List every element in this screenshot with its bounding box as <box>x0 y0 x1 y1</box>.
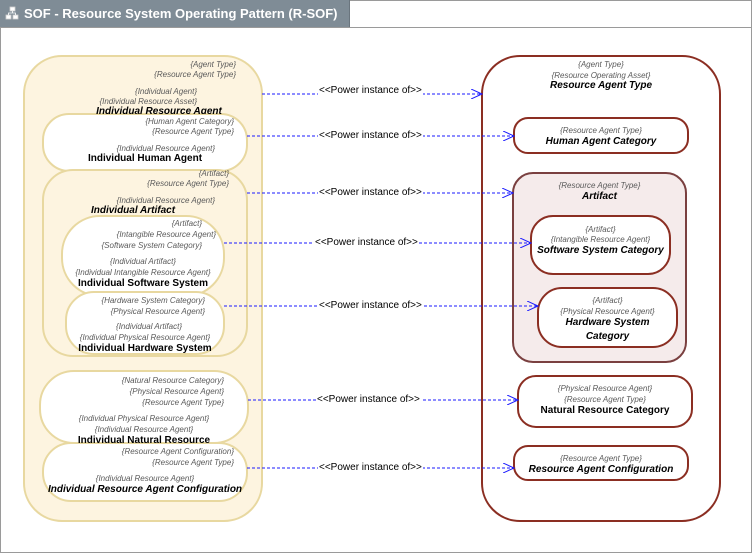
stereotype-label: {Artifact} <box>592 296 623 305</box>
individual-hardware-system-box[interactable] <box>65 291 225 355</box>
stereotype-label: {Resource Agent Type} <box>147 179 229 188</box>
individual-resource-agent-configuration-name: Individual Resource Agent Configuration <box>47 484 243 495</box>
stereotype-label: {Resource Agent Type} <box>142 398 224 407</box>
stereotype-label: {Agent Type} <box>190 60 236 69</box>
stereotype-label: {Artifact} <box>198 169 229 178</box>
stereotype-label: {Resource Agent Type} <box>560 454 642 463</box>
stereotype-label: {Physical Resource Agent} <box>110 307 205 316</box>
stereotype-label: {Individual Physical Resource Agent} <box>79 333 211 342</box>
diagram-icon <box>5 6 19 20</box>
stereotype-label: {Agent Type} <box>578 60 624 69</box>
power-instance-label: <<Power instance of>> <box>318 462 423 473</box>
stereotype-label: {Individual Resource Asset} <box>99 97 197 106</box>
stereotype-label: {Intangible Resource Agent} <box>550 235 651 244</box>
power-instance-label: <<Power instance of>> <box>318 187 423 198</box>
stereotype-label: {Individual Artifact} <box>110 257 176 266</box>
software-system-category-name: Software System Category <box>537 245 664 256</box>
hardware-system-category-box[interactable] <box>537 287 678 348</box>
stereotype-label: {Artifact} <box>585 225 616 234</box>
stereotype-label: {Intangible Resource Agent} <box>116 230 216 239</box>
stereotype-label: {Individual Resource Agent} <box>116 144 215 153</box>
stereotype-label: {Software System Category} <box>101 241 203 250</box>
window-title-bar: SOF - Resource System Operating Pattern … <box>0 0 350 27</box>
stereotype-label: {Physical Resource Agent} <box>557 384 653 393</box>
resource-agent-configuration-name: Resource Agent Configuration <box>528 464 674 475</box>
stereotype-label: {Individual Physical Resource Agent} <box>78 414 210 423</box>
stereotype-label: {Artifact} <box>171 219 202 228</box>
stereotype-label: {Individual Resource Agent} <box>116 196 215 205</box>
stereotype-label: {Resource Agent Type} <box>154 70 236 79</box>
power-instance-label: <<Power instance of>> <box>316 394 421 405</box>
individual-natural-resource-name: Individual Natural Resource <box>77 435 211 443</box>
stereotype-label: {Resource Agent Type} <box>560 126 642 135</box>
title-divider <box>0 27 752 28</box>
resource-agent-type-name: Resource Agent Type <box>549 80 653 91</box>
hardware-system-category-name: Category <box>585 331 630 342</box>
stereotype-label: {Resource Operating Asset} <box>551 71 651 80</box>
stereotype-label: {Individual Resource Agent} <box>95 474 195 483</box>
stereotype-label: {Natural Resource Category} <box>121 376 224 385</box>
individual-human-agent-name: Individual Human Agent <box>87 153 203 164</box>
stereotype-label: {Human Agent Category} <box>145 117 234 126</box>
stereotype-label: {Hardware System Category} <box>101 296 205 305</box>
stereotype-label: {Individual Agent} <box>135 87 197 96</box>
hardware-system-category-name: Hardware System <box>565 317 650 328</box>
stereotype-label: {Resource Agent Type} <box>152 127 234 136</box>
individual-resource-agent-configuration-box[interactable] <box>42 442 248 502</box>
power-instance-label: <<Power instance of>> <box>318 85 423 96</box>
stereotype-label: {Resource Agent Type} <box>558 181 641 190</box>
stereotype-label: {Resource Agent Type} <box>152 458 234 467</box>
window-title: SOF - Resource System Operating Pattern … <box>24 6 338 21</box>
stereotype-label: {Physical Resource Agent} <box>129 387 224 396</box>
stereotype-label: {Individual Artifact} <box>116 322 182 331</box>
natural-resource-category-name: Natural Resource Category <box>540 405 670 416</box>
power-instance-label: <<Power instance of>> <box>318 130 423 141</box>
individual-artifact-name: Individual Artifact <box>90 205 176 214</box>
stereotype-label: {Resource Agent Type} <box>564 395 646 404</box>
power-instance-label: <<Power instance of>> <box>318 300 423 311</box>
stereotype-label: {Individual Resource Agent} <box>94 425 194 434</box>
individual-resource-agent-name: Individual Resource Agent <box>96 106 222 114</box>
artifact-name: Artifact <box>581 191 617 202</box>
stereotype-label: {Physical Resource Agent} <box>560 307 655 316</box>
stereotype-label: {Resource Agent Configuration} <box>121 447 234 456</box>
stereotype-label: {Individual Intangible Resource Agent} <box>75 268 211 277</box>
individual-hardware-system-name: Individual Hardware System <box>78 343 212 354</box>
power-instance-label: <<Power instance of>> <box>314 237 419 248</box>
human-agent-category-name: Human Agent Category <box>545 136 657 147</box>
individual-software-system-name: Individual Software System <box>77 278 209 289</box>
